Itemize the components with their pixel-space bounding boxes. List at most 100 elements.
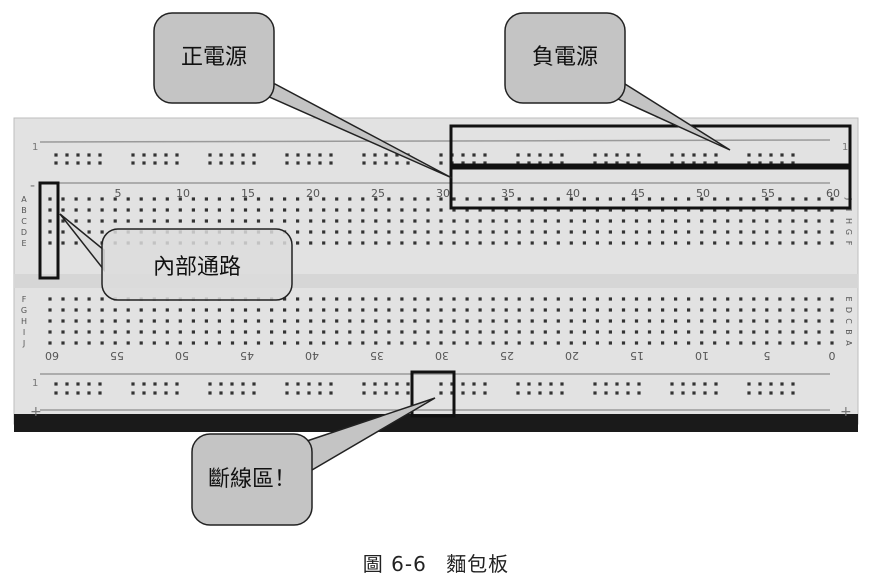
row-letter-right: H: [844, 218, 853, 224]
hole: [692, 391, 696, 395]
hole: [465, 319, 469, 323]
hole: [516, 153, 520, 157]
hole: [48, 308, 52, 312]
callout-negative-supply: 負電源: [504, 12, 731, 151]
hole: [165, 341, 169, 345]
hole: [348, 319, 352, 323]
hole: [778, 230, 782, 234]
hole: [256, 319, 261, 323]
hole: [637, 153, 641, 157]
hole: [413, 297, 417, 301]
hole: [752, 219, 756, 223]
hole: [726, 230, 730, 234]
hole: [608, 230, 612, 234]
hole: [387, 230, 391, 234]
hole: [714, 161, 718, 165]
hole: [439, 197, 443, 201]
hole: [165, 219, 169, 223]
hole: [569, 219, 573, 223]
column-number-bottom: 15: [630, 349, 644, 362]
hole: [406, 391, 410, 395]
hole: [674, 330, 678, 334]
hole: [152, 219, 156, 223]
hole: [769, 161, 773, 165]
hole: [439, 241, 443, 245]
hole: [76, 161, 80, 165]
hole: [296, 330, 300, 334]
hole: [87, 161, 91, 165]
hole: [153, 153, 157, 157]
hole: [230, 153, 234, 157]
hole: [830, 230, 834, 234]
hole: [791, 197, 795, 201]
hole: [373, 153, 377, 157]
hole: [687, 241, 691, 245]
hole: [804, 308, 808, 312]
hole: [348, 208, 352, 212]
hole: [450, 391, 454, 395]
hole: [48, 319, 52, 323]
hole: [765, 341, 769, 345]
hole: [765, 319, 769, 323]
hole: [543, 197, 547, 201]
hole: [516, 382, 520, 386]
hole: [208, 161, 212, 165]
hole: [461, 382, 465, 386]
hole: [452, 197, 456, 201]
hole: [830, 197, 834, 201]
hole: [817, 219, 821, 223]
hole: [400, 308, 404, 312]
column-number-bottom: 10: [695, 349, 709, 362]
hole: [543, 297, 547, 301]
hole: [465, 330, 469, 334]
hole: [804, 330, 808, 334]
hole: [700, 241, 704, 245]
hole: [527, 153, 531, 157]
hole: [113, 208, 117, 212]
hole: [61, 197, 65, 201]
hole: [426, 230, 430, 234]
hole: [329, 161, 333, 165]
hole: [426, 330, 430, 334]
hole: [517, 297, 521, 301]
hole: [400, 330, 404, 334]
hole: [491, 241, 495, 245]
column-number-top: 45: [631, 187, 645, 200]
hole: [126, 341, 130, 345]
hole: [335, 219, 339, 223]
hole: [491, 330, 495, 334]
hole: [230, 319, 235, 323]
hole: [670, 382, 674, 386]
hole: [530, 241, 534, 245]
hole: [230, 161, 234, 165]
hole: [687, 208, 691, 212]
hole: [142, 391, 146, 395]
hole: [307, 382, 311, 386]
hole: [556, 308, 560, 312]
column-number-bottom: 40: [305, 349, 319, 362]
hole: [830, 308, 834, 312]
hole: [439, 391, 443, 395]
hole: [504, 341, 508, 345]
hole: [164, 161, 168, 165]
hole: [74, 241, 78, 245]
hole: [582, 297, 586, 301]
hole: [100, 319, 104, 323]
column-number-bottom: 5: [764, 349, 771, 362]
hole: [569, 330, 573, 334]
hole: [373, 382, 377, 386]
hole: [450, 382, 454, 386]
hole: [661, 219, 665, 223]
hole: [283, 219, 287, 223]
hole: [747, 382, 751, 386]
hole: [48, 330, 52, 334]
hole: [661, 208, 665, 212]
hole: [478, 219, 482, 223]
hole: [465, 230, 469, 234]
hole: [739, 208, 743, 212]
hole: [517, 341, 521, 345]
hole: [752, 308, 756, 312]
hole: [804, 208, 808, 212]
hole: [621, 241, 626, 245]
hole: [65, 153, 69, 157]
